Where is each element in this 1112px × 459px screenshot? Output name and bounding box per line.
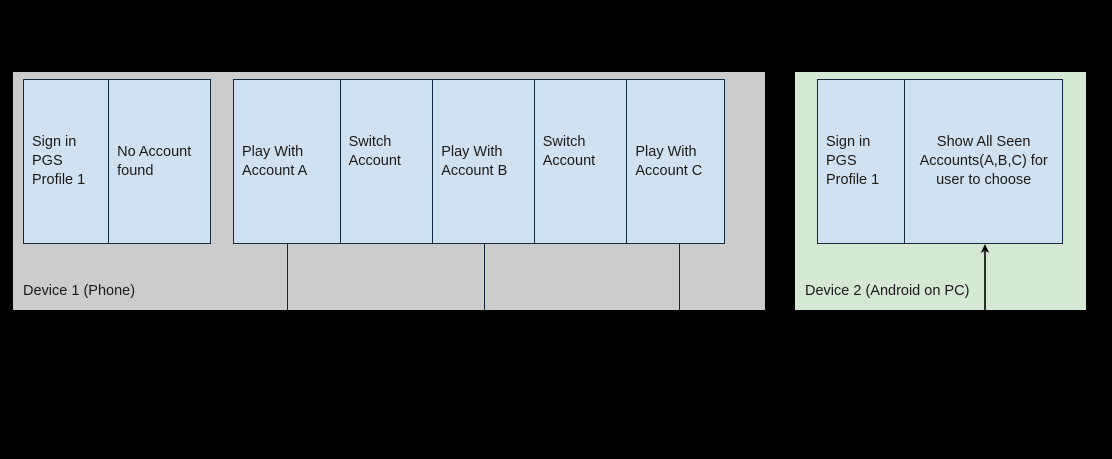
- connector-drop-line-3: [679, 244, 681, 310]
- node-label: Switch Account: [542, 133, 596, 169]
- node-group-signin-phone: Sign in PGS Profile 1 No Account found: [23, 79, 211, 244]
- connector-drop-line-2: [484, 244, 486, 310]
- node-group-accounts-phone: Play With Account A Switch Account Play …: [233, 79, 725, 244]
- node-play-with-account-c[interactable]: Play With Account C: [627, 80, 724, 243]
- node-show-all-seen-accounts[interactable]: Show All Seen Accounts(A,B,C) for user t…: [905, 80, 1062, 243]
- node-label: Play With Account C: [635, 143, 703, 179]
- connector-drop-line-1: [287, 244, 289, 310]
- connector-arrow-to-pc-box: [980, 244, 990, 320]
- node-label: No Account found: [117, 143, 192, 179]
- node-sign-in-pgs-profile-1-pc[interactable]: Sign in PGS Profile 1: [818, 80, 906, 243]
- node-switch-account-1[interactable]: Switch Account: [340, 80, 434, 243]
- node-label: Play With Account A: [242, 143, 308, 179]
- swimlane-label-device-1: Device 1 (Phone): [23, 283, 136, 300]
- node-no-account-found[interactable]: No Account found: [109, 80, 210, 243]
- node-label: Switch Account: [348, 133, 401, 169]
- node-label: Sign in PGS Profile 1: [826, 134, 880, 188]
- node-group-signin-pc: Sign in PGS Profile 1 Show All Seen Acco…: [817, 79, 1063, 244]
- node-label: Play With Account B: [441, 143, 508, 179]
- node-label: Show All Seen Accounts(A,B,C) for user t…: [919, 134, 1048, 188]
- swimlane-label-device-2: Device 2 (Android on PC): [805, 283, 970, 300]
- node-play-with-account-b[interactable]: Play With Account B: [433, 80, 535, 243]
- node-play-with-account-a[interactable]: Play With Account A: [234, 80, 341, 243]
- node-switch-account-2[interactable]: Switch Account: [534, 80, 628, 243]
- node-sign-in-pgs-profile-1[interactable]: Sign in PGS Profile 1: [24, 80, 110, 243]
- node-label: Sign in PGS Profile 1: [32, 134, 86, 188]
